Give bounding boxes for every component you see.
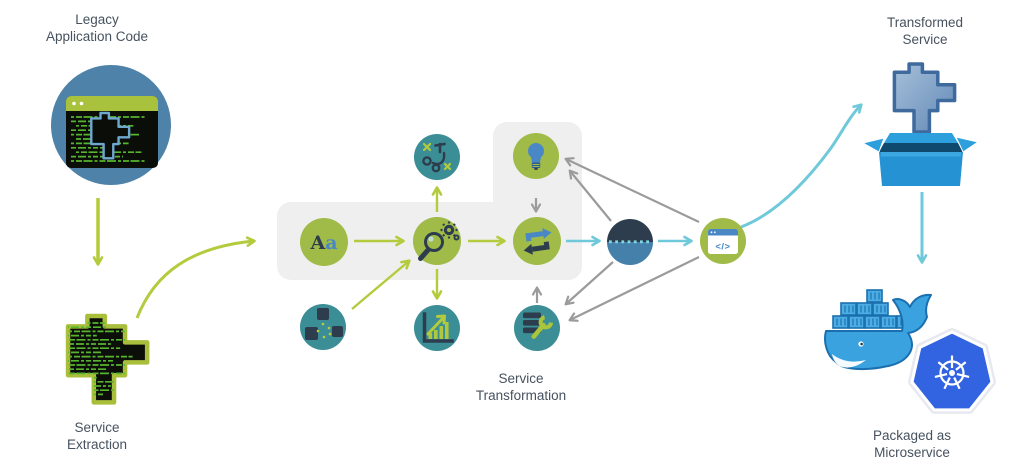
arrow-extraction-to-analysis [135,236,256,319]
terminal-code-window-icon [66,96,158,168]
growth-chart-icon [422,312,454,343]
sync-arrows-icon [523,228,552,255]
letters-Aa-icon: Aa [309,232,337,254]
service-extraction-node [64,316,147,402]
arrow-boundary-to-config [564,261,614,306]
text-analysis-node: Aa [300,218,348,266]
puzzle-piece-icon [894,64,954,132]
arrow-code-to-config [568,256,700,322]
service-extraction-label: Service Extraction [66,420,128,452]
tactics-playbook-icon [422,142,452,173]
legacy-application-node [51,65,171,185]
kubernetes-helm-icon [908,328,996,414]
org-chart-icon [305,308,343,340]
arrow-hierarchy-to-magnifier [351,259,411,310]
boundary-node [607,219,653,265]
arrow-code-to-transformed [740,103,863,229]
packaged-microservice-label: Packaged as Microservice [872,428,952,460]
split-sphere-icon [607,219,653,242]
transformation-loop-node [513,217,561,265]
legacy-application-label: Legacy Application Code [45,12,149,44]
hierarchy-node [300,304,346,350]
puzzle-outline-icon [91,113,129,158]
strategy-node [414,134,460,180]
lightbulb-icon [528,143,544,170]
transformed-service-label: Transformed Service [886,15,964,47]
docker-whale-icon [824,289,932,371]
idea-node [513,133,559,179]
service-transformation-label: Service Transformation [475,371,567,403]
server-wrench-icon [523,312,554,339]
configuration-node [514,305,560,351]
arrow-boundary-to-idea [568,169,612,222]
code-window-icon: </> [708,229,738,254]
arrow-code-to-idea [564,157,700,223]
svg-text:</>: </> [715,242,730,253]
code-analysis-node [413,217,461,265]
open-box-icon [861,133,980,186]
metrics-node [414,305,460,351]
code-puzzle-piece-icon [68,316,147,402]
generated-code-node: </> [700,218,746,264]
magnifier-gears-icon [418,221,460,261]
